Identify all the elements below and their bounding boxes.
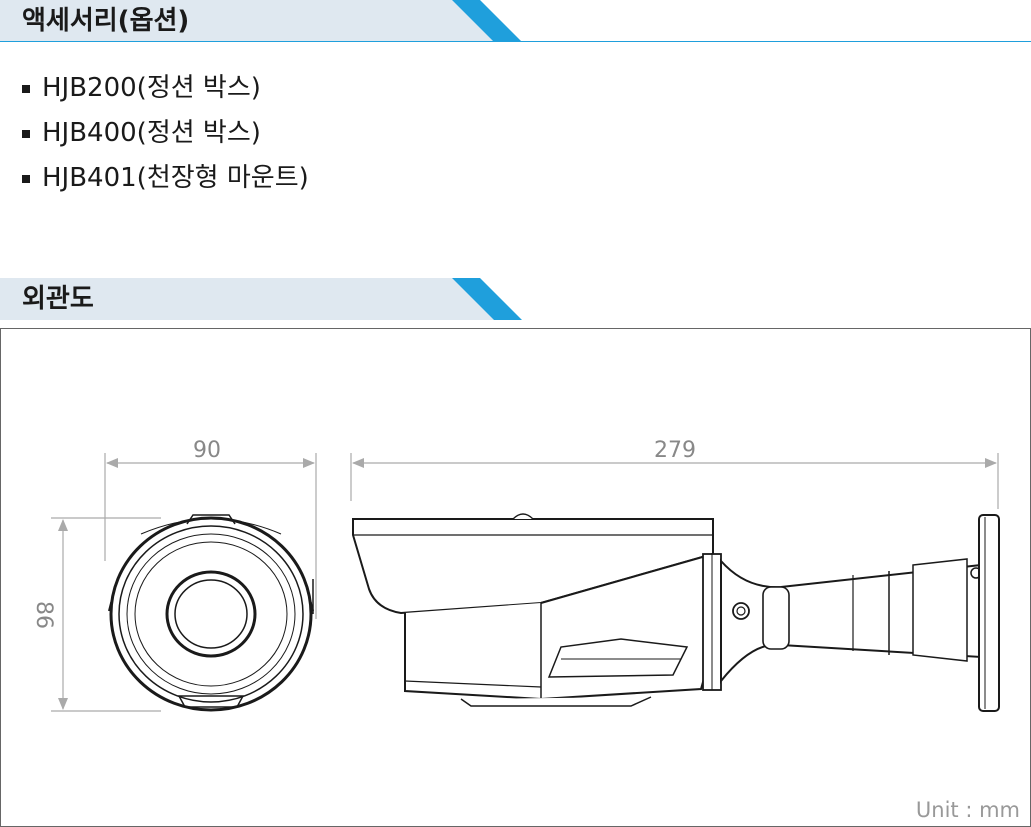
front-height-dimension: [51, 517, 161, 712]
list-item: HJB400(정션 박스): [22, 111, 309, 156]
exterior-section-header: 외관도: [0, 278, 1031, 320]
header-underline: [0, 41, 1031, 42]
header-bar: [0, 0, 494, 42]
list-item: HJB200(정션 박스): [22, 66, 309, 111]
side-length-label: 279: [654, 438, 696, 463]
unit-label: Unit : mm: [915, 798, 1020, 822]
accessory-label: HJB200(정션 박스): [42, 73, 261, 103]
accessory-label: HJB400(정션 박스): [42, 118, 261, 148]
accessories-title: 액세서리(옵션): [22, 6, 190, 36]
exterior-title: 외관도: [22, 284, 94, 314]
accessories-section-header: 액세서리(옵션): [0, 0, 1031, 42]
camera-side-view: [352, 513, 1000, 712]
bullet-icon: [22, 130, 30, 138]
accessory-label: HJB401(천장형 마운트): [42, 163, 309, 193]
bullet-icon: [22, 85, 30, 93]
bullet-icon: [22, 175, 30, 183]
exterior-drawing-box: 90 86 279: [0, 328, 1031, 827]
front-width-dimension: [104, 453, 317, 619]
dimension-drawing: 90 86 279: [31, 438, 1000, 712]
front-width-label: 90: [193, 438, 221, 463]
accessories-list: HJB200(정션 박스) HJB400(정션 박스) HJB401(천장형 마…: [22, 66, 309, 201]
list-item: HJB401(천장형 마운트): [22, 156, 309, 201]
side-length-dimension: [350, 453, 999, 509]
camera-front-view: [108, 514, 314, 712]
front-height-label: 86: [31, 601, 56, 629]
header-bar: [0, 278, 494, 320]
